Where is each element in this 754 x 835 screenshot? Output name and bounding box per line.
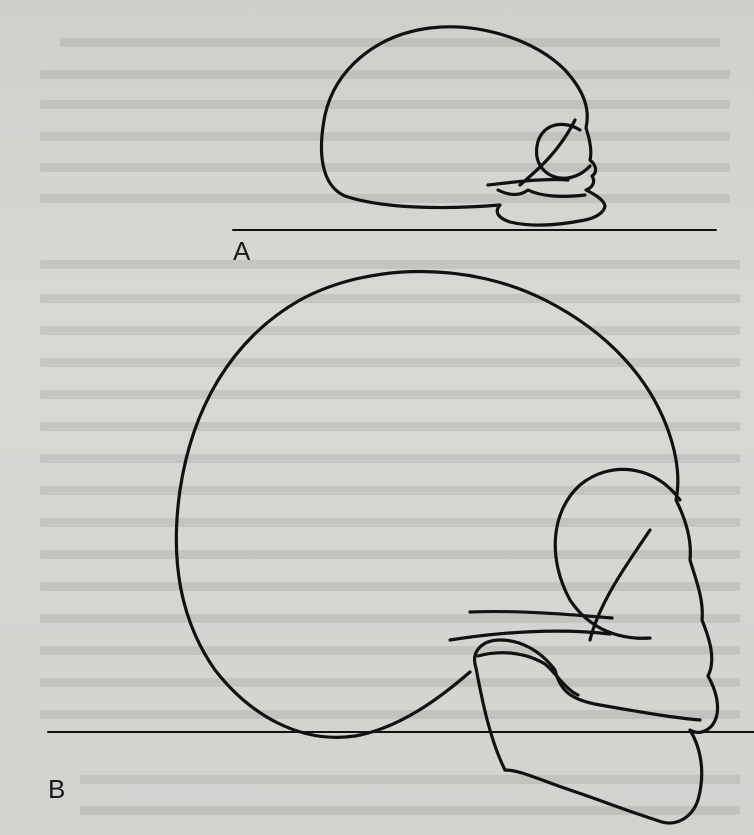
skull-a-cheek xyxy=(488,120,575,185)
skull-b-orbit xyxy=(555,469,680,638)
figure-label-b: B xyxy=(48,776,65,802)
figure-label-a: A xyxy=(233,238,250,264)
skull-a-jaw xyxy=(498,190,585,196)
skull-b-cranium xyxy=(176,272,717,738)
skull-b-cheek xyxy=(450,530,650,640)
skull-b-face xyxy=(505,718,716,823)
skull-b-mandible xyxy=(475,640,700,770)
skull-a-orbit xyxy=(537,124,590,178)
